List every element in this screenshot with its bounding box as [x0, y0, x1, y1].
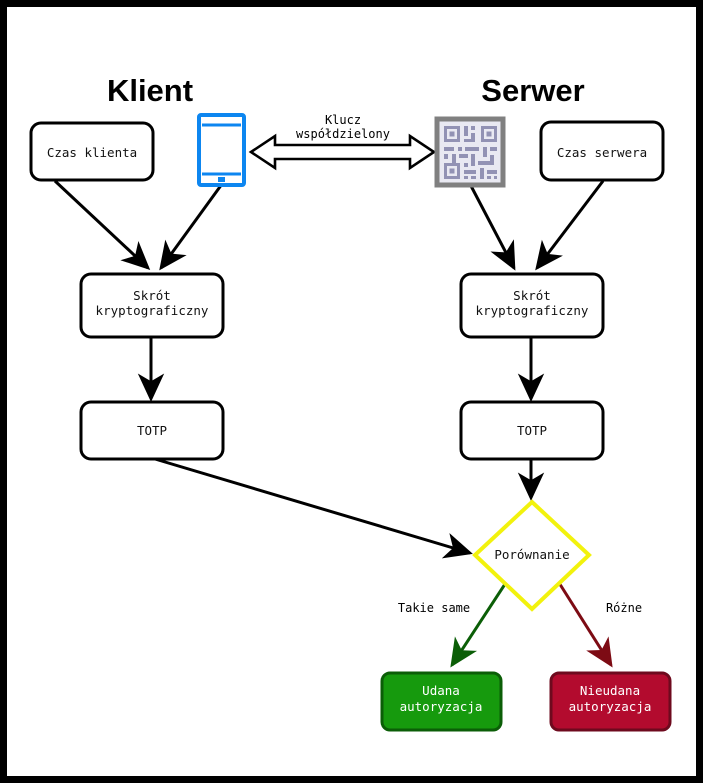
node-server-hash-label-line2: kryptograficzny: [476, 303, 589, 318]
node-failure-auth-label-line1: Nieudana: [580, 683, 640, 698]
node-client-totp-label: TOTP: [137, 423, 167, 438]
edge-server-time-to-hash: [535, 180, 605, 271]
node-success-auth-label-line1: Udana: [422, 683, 460, 698]
client-column-title: Klient: [107, 73, 193, 108]
smartphone-icon: [197, 113, 246, 187]
shared-key-label-line1: Klucz: [325, 113, 361, 127]
branch-label-different: Różne: [606, 601, 642, 615]
branch-label-same: Takie same: [398, 601, 470, 615]
node-client-hash-label-line1: Skrót: [133, 288, 171, 303]
node-server-hash[interactable]: Skrót kryptograficzny: [459, 272, 605, 339]
node-client-time[interactable]: Czas klienta: [29, 121, 155, 182]
edge-comparison-to-failure: [554, 577, 613, 668]
node-success-auth[interactable]: Udana autoryzacja: [380, 671, 503, 732]
node-client-hash-label-line2: kryptograficzny: [96, 303, 209, 318]
node-server-time[interactable]: Czas serwera: [539, 120, 665, 182]
edge-client-totp-to-comparison: [154, 457, 473, 559]
node-client-time-label: Czas klienta: [47, 145, 137, 160]
edge-comparison-to-success: [450, 577, 511, 668]
node-success-auth-label-line2: autoryzacja: [400, 699, 483, 714]
shared-key-label-line2: współdzielony: [296, 127, 390, 141]
edge-phone-to-client-hash: [159, 183, 224, 271]
shared-key-connector: [248, 133, 437, 171]
node-comparison-decision[interactable]: Porównanie: [472, 499, 592, 612]
node-client-hash[interactable]: Skrót kryptograficzny: [79, 272, 225, 339]
node-failure-auth-label-line2: autoryzacja: [569, 699, 652, 714]
qr-code-icon: [434, 116, 506, 188]
edge-client-time-to-hash: [53, 179, 151, 271]
server-column-title: Serwer: [481, 73, 584, 108]
edge-qr-to-server-hash: [468, 183, 516, 271]
node-client-totp[interactable]: TOTP: [79, 400, 225, 461]
node-server-totp-label: TOTP: [517, 423, 547, 438]
node-server-hash-label-line1: Skrót: [513, 288, 551, 303]
node-server-time-label: Czas serwera: [557, 145, 647, 160]
node-server-totp[interactable]: TOTP: [459, 400, 605, 461]
node-failure-auth[interactable]: Nieudana autoryzacja: [549, 671, 672, 732]
node-comparison-label: Porównanie: [494, 547, 569, 562]
